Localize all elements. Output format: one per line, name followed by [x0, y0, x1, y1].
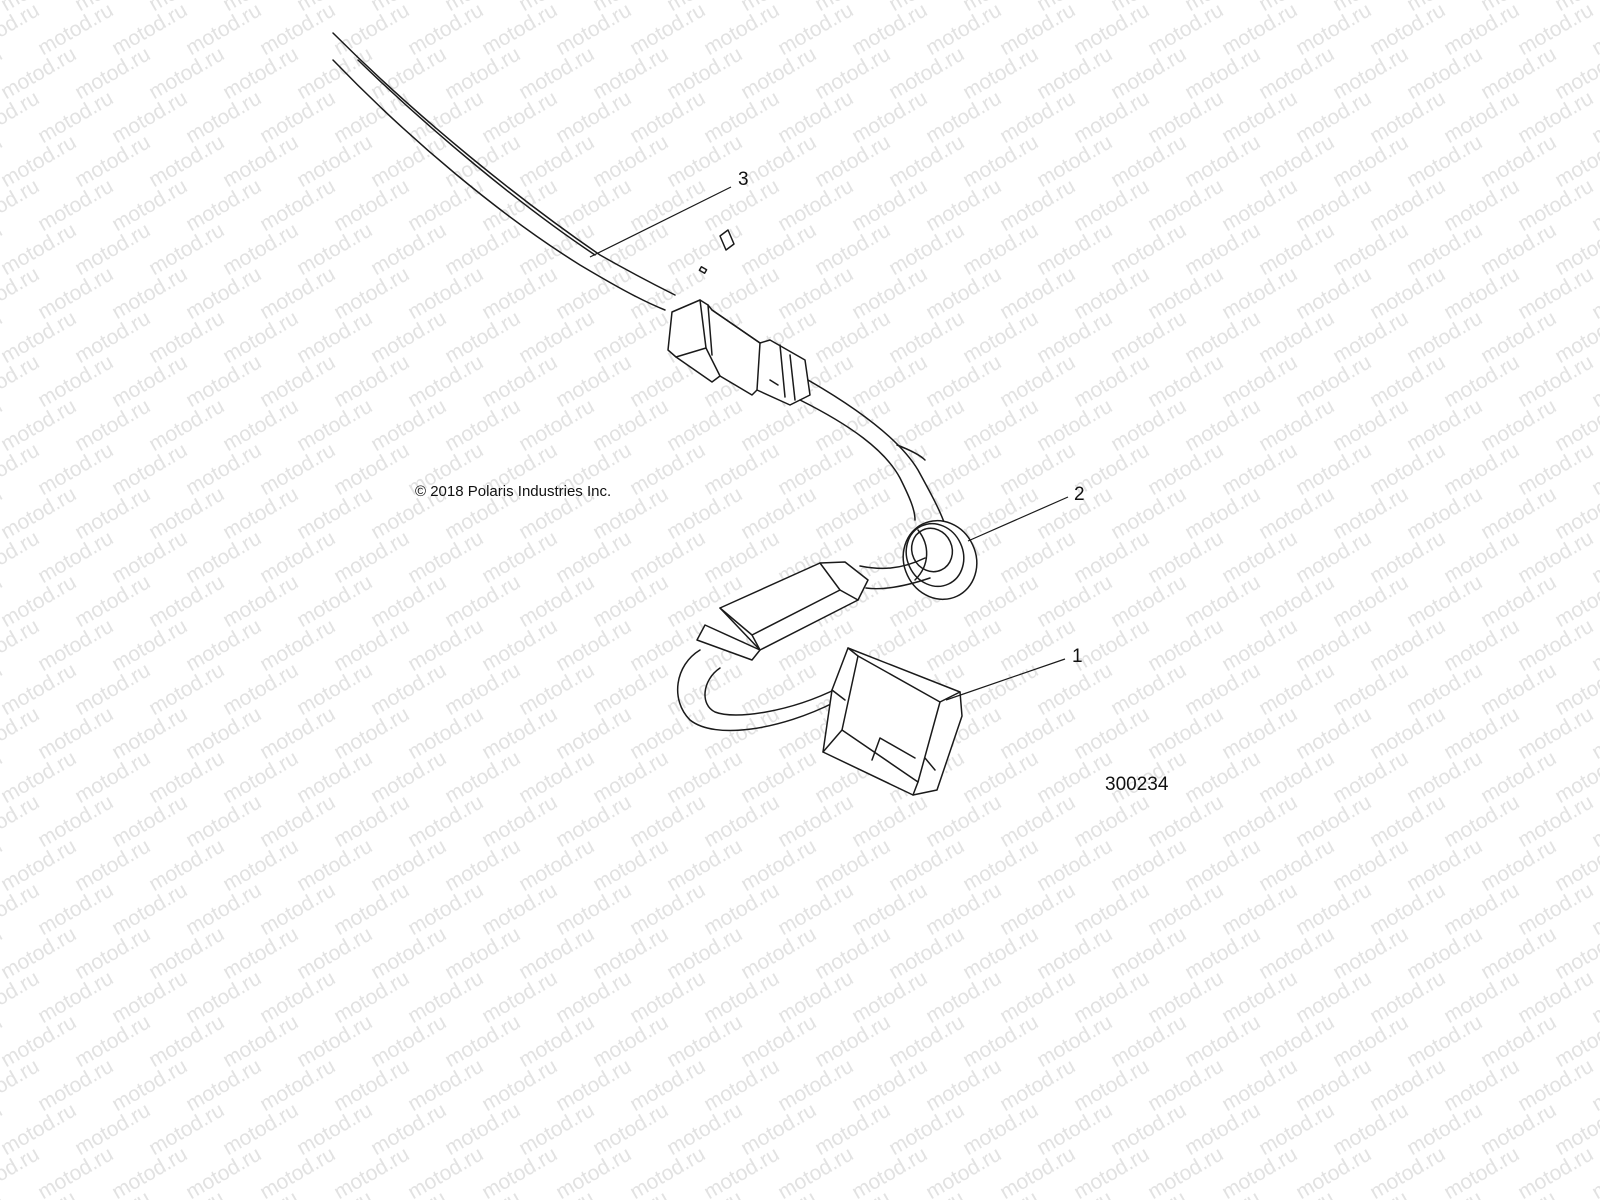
- leader-line-1: [945, 658, 1066, 701]
- callout-2: 2: [1074, 484, 1085, 505]
- grommet: [902, 519, 978, 601]
- sensor-body: [696, 561, 869, 661]
- figure-number: 300234: [1105, 774, 1169, 795]
- callout-3: 3: [738, 169, 749, 190]
- callout-1: 1: [1072, 646, 1083, 667]
- copyright-text: © 2018 Polaris Industries Inc.: [415, 483, 611, 500]
- connector: [667, 229, 811, 406]
- sensor-cable: [859, 557, 931, 590]
- wire-harness: [332, 32, 676, 311]
- leader-line-2: [967, 496, 1069, 542]
- leader-line-3: [589, 186, 732, 258]
- lead-wire: [799, 379, 946, 526]
- push-switch: [822, 647, 963, 796]
- switch-cable: [676, 649, 839, 732]
